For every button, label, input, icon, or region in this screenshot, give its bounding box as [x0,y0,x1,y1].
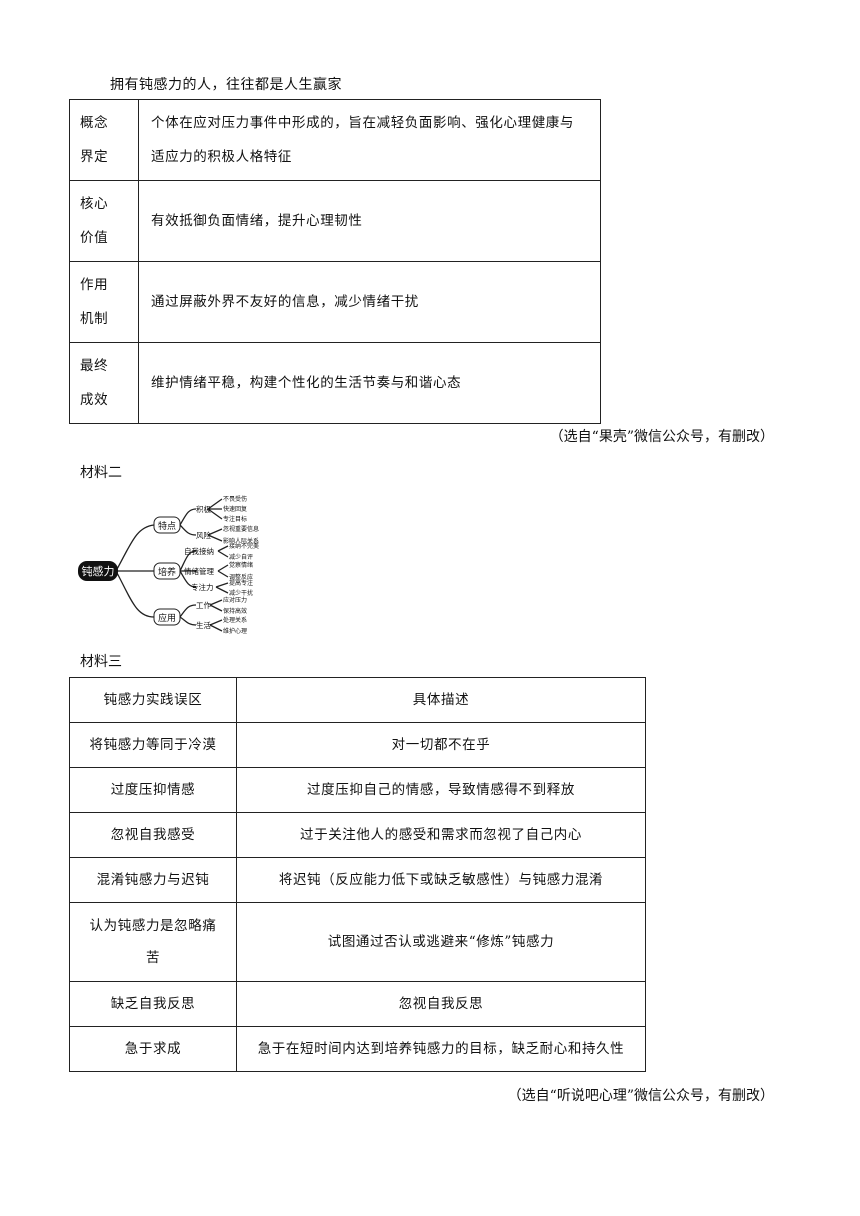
row-key: 作用机制 [69,261,139,343]
leaf-label: 维护心理 [223,627,247,635]
description-cell: 急于在短时间内达到培养钝感力的目标，缺乏耐心和持久性 [236,1026,646,1072]
row-value: 个体在应对压力事件中形成的，旨在减轻负面影响、强化心理健康与适应力的积极人格特征 [138,99,601,181]
branch-label: 应用 [158,612,176,624]
table-row: 混淆钝感力与迟钝 将迟钝（反应能力低下或缺乏敏感性）与钝感力混淆 [69,857,646,903]
description-cell: 试图通过否认或逃避来“修炼”钝感力 [236,902,646,982]
sub-label: 积极 [196,504,211,514]
table-row: 忽视自我感受 过于关注他人的感受和需求而忽视了自己内心 [69,812,646,858]
row-value: 有效抵御负面情绪，提升心理韧性 [138,180,601,262]
material-two-heading: 材料二 [80,465,122,481]
table-header-row: 钝感力实践误区 具体描述 [69,677,646,723]
row-key: 概念界定 [69,99,139,181]
row-key: 最终成效 [69,342,139,424]
sub-label: 工作 [196,600,211,610]
sub-label: 风险 [196,530,211,540]
table-row: 概念界定 个体在应对压力事件中形成的，旨在减轻负面影响、强化心理健康与适应力的积… [69,99,601,181]
description-cell: 将迟钝（反应能力低下或缺乏敏感性）与钝感力混淆 [236,857,646,903]
misconception-cell: 急于求成 [69,1026,237,1072]
leaf-label: 专注目标 [223,515,247,523]
sub-label: 专注力 [191,582,214,592]
table-row: 将钝感力等同于冷漠 对一切都不在乎 [69,722,646,768]
material-three-table: 钝感力实践误区 具体描述 将钝感力等同于冷漠 对一切都不在乎 过度压抑情感 过度… [69,677,646,1072]
leaf-label: 接纳不完美 [229,542,259,550]
table-row: 作用机制 通过屏蔽外界不友好的信息，减少情绪干扰 [69,261,601,343]
source-note-1: （选自“果壳”微信公众号，有删改） [549,429,774,445]
table-row: 最终成效 维护情绪平稳，构建个性化的生活节奏与和谐心态 [69,342,601,424]
misconception-cell: 忽视自我感受 [69,812,237,858]
branch-label: 培养 [158,566,176,578]
leaf-label: 调整反应 [229,573,253,581]
table-row: 核心价值 有效抵御负面情绪，提升心理韧性 [69,180,601,262]
material-three-heading: 材料三 [80,654,122,670]
table-row: 过度压抑情感 过度压抑自己的情感，导致情感得不到释放 [69,767,646,813]
leaf-label: 忽视重要信息 [223,525,259,533]
column-header: 钝感力实践误区 [69,677,237,723]
leaf-label: 减少自评 [229,553,253,561]
leaf-label: 不畏受伤 [223,495,247,503]
leaf-label: 快速回复 [223,505,247,513]
mind-map-center-node [78,561,118,581]
table-row: 急于求成 急于在短时间内达到培养钝感力的目标，缺乏耐心和持久性 [69,1026,646,1072]
description-cell: 过于关注他人的感受和需求而忽视了自己内心 [236,812,646,858]
leaf-label: 觉察情绪 [229,561,253,569]
source-note-2: （选自“听说吧心理”微信公众号，有删改） [507,1088,774,1104]
leaf-label: 保持高效 [223,607,247,615]
material-one-table: 概念界定 个体在应对压力事件中形成的，旨在减轻负面影响、强化心理健康与适应力的积… [69,99,601,424]
mind-map-center-label: 钝感力 [82,564,115,578]
misconception-cell: 缺乏自我反思 [69,981,237,1027]
sub-label: 情绪管理 [184,566,214,576]
row-value: 维护情绪平稳，构建个性化的生活节奏与和谐心态 [138,342,601,424]
misconception-cell: 过度压抑情感 [69,767,237,813]
branch-label: 特点 [158,520,176,532]
leaf-label: 减少干扰 [229,589,253,597]
column-header: 具体描述 [236,677,646,723]
intro-line: 拥有钝感力的人，往往都是人生赢家 [110,77,342,93]
row-key: 核心价值 [69,180,139,262]
leaf-label: 提高专注 [229,579,253,587]
leaf-label: 处理关系 [223,616,247,624]
description-cell: 过度压抑自己的情感，导致情感得不到释放 [236,767,646,813]
misconception-cell: 将钝感力等同于冷漠 [69,722,237,768]
table-row: 认为钝感力是忽略痛苦 试图通过否认或逃避来“修炼”钝感力 [69,902,646,982]
leaf-label: 应对压力 [223,596,247,604]
leaf-label: 影响人际关系 [223,537,259,545]
mind-map: 钝感力 特点 培养 应用 积极 风险 自我接纳 情绪管理 专注力 工作 生活 不… [78,495,259,635]
description-cell: 对一切都不在乎 [236,722,646,768]
table-row: 缺乏自我反思 忽视自我反思 [69,981,646,1027]
description-cell: 忽视自我反思 [236,981,646,1027]
sub-label: 生活 [196,620,211,630]
row-value: 通过屏蔽外界不友好的信息，减少情绪干扰 [138,261,601,343]
misconception-cell: 认为钝感力是忽略痛苦 [69,902,237,982]
sub-label: 自我接纳 [184,546,214,556]
misconception-cell: 混淆钝感力与迟钝 [69,857,237,903]
